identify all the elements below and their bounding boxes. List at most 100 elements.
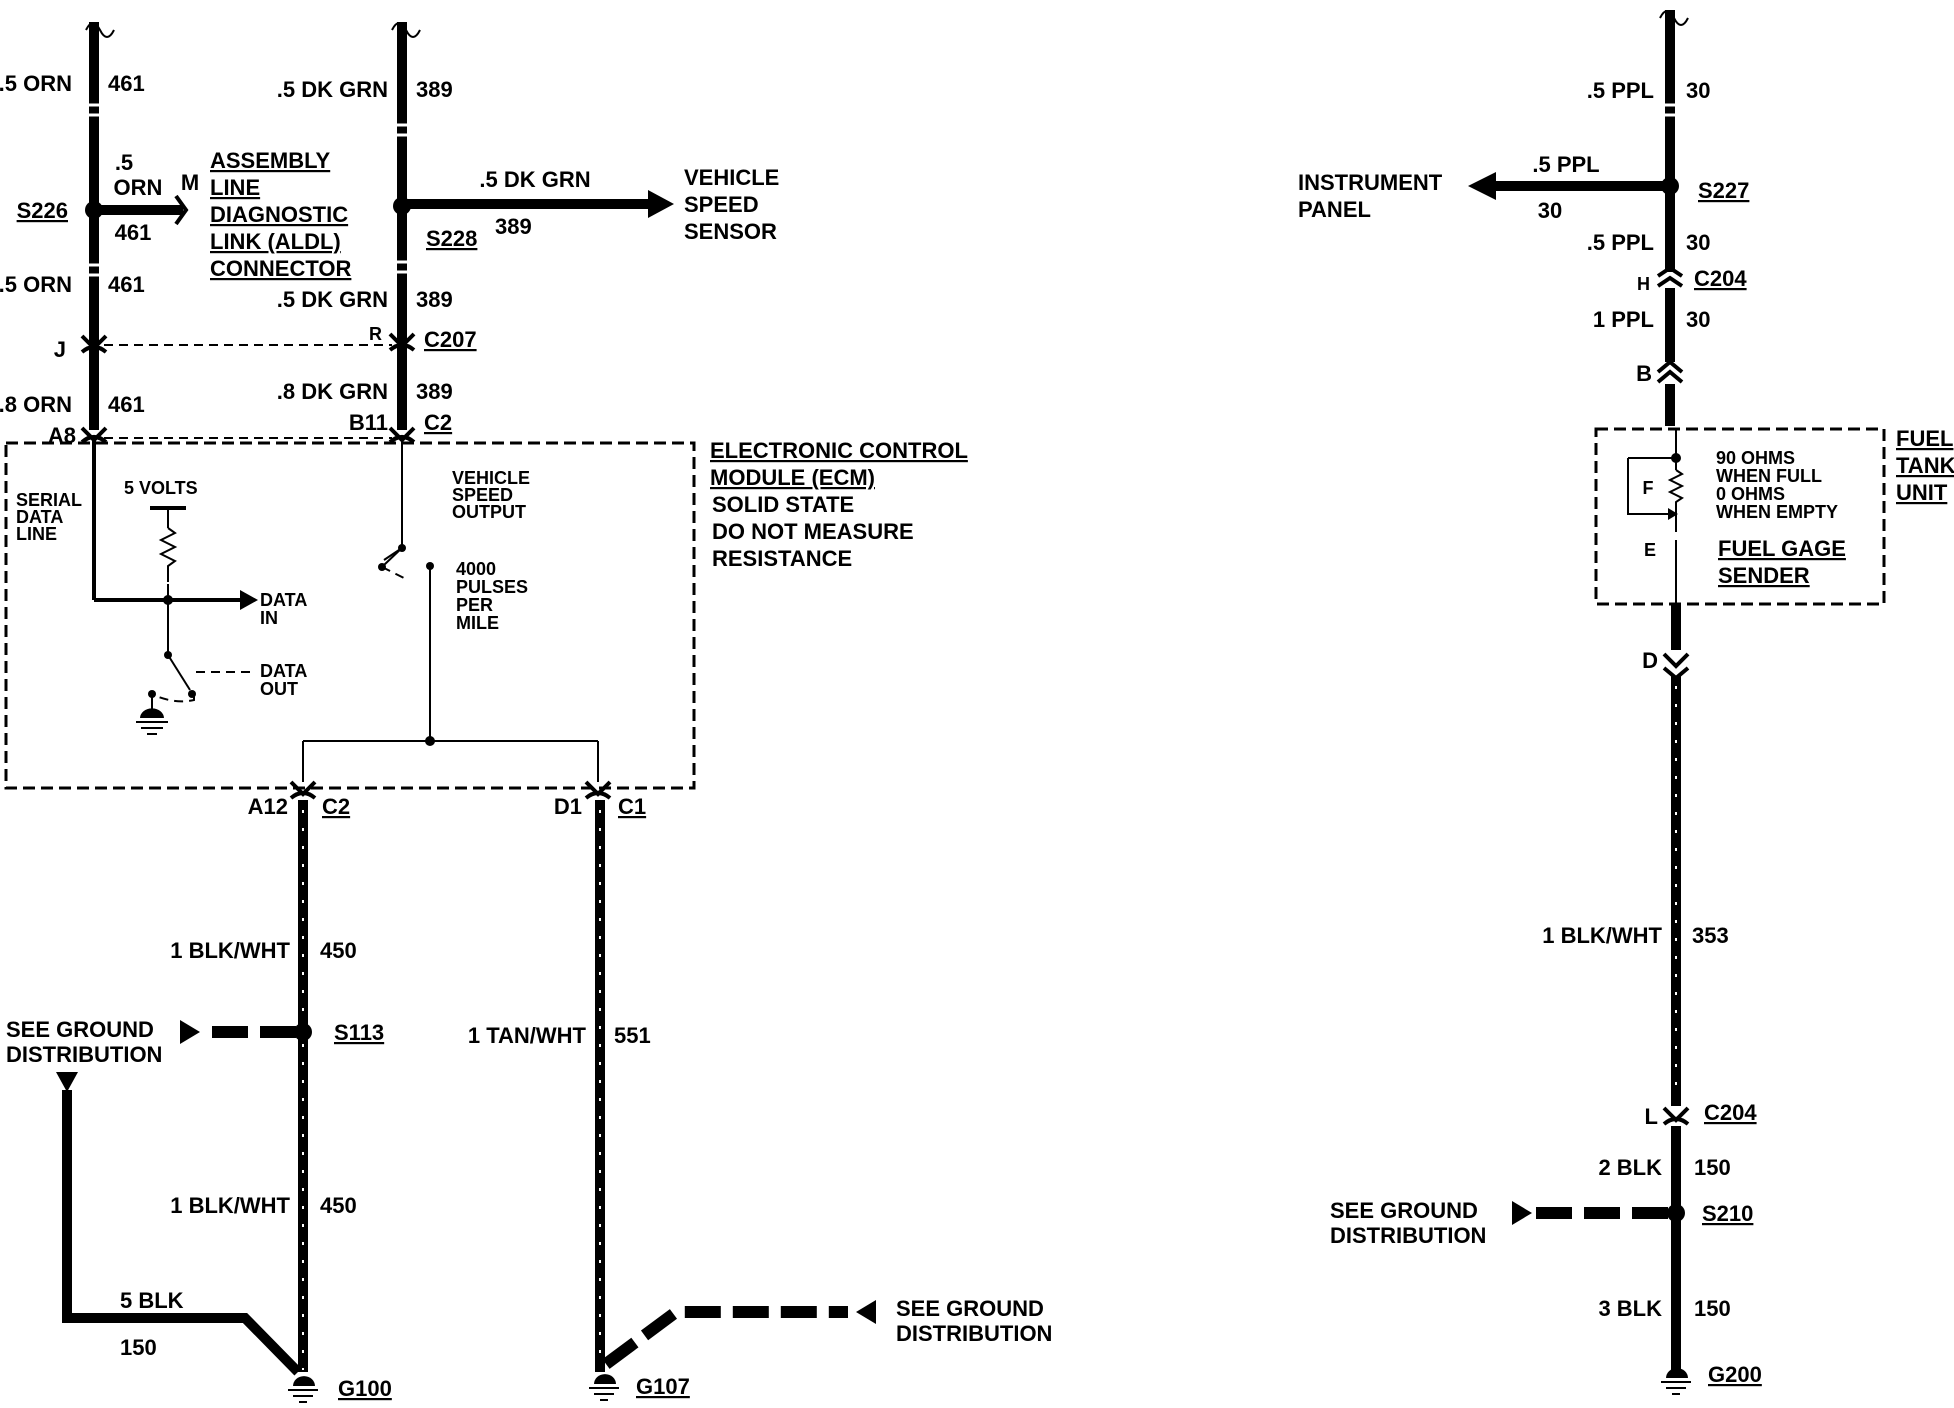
see-ground-label-line: DISTRIBUTION — [896, 1321, 1052, 1346]
aldl-label-line: LINK (ALDL) — [210, 229, 341, 254]
data-in-label-line: IN — [260, 608, 278, 628]
switch-symbol — [167, 654, 191, 691]
resistor-symbol — [158, 527, 178, 582]
wire-color-label: .5 PPL — [1532, 152, 1599, 177]
ecm-title-line: MODULE (ECM) — [710, 465, 875, 490]
ground-icon — [1661, 1368, 1691, 1395]
pulses-label-line: 4000 — [456, 559, 496, 579]
vso-label-line: OUTPUT — [452, 502, 526, 522]
resistor-symbol — [1667, 469, 1685, 532]
pulses-label-line: PER — [456, 595, 493, 615]
circuit-number-label: 30 — [1686, 307, 1710, 332]
circuit-number-label: 150 — [120, 1335, 157, 1360]
circuit-number-label: 30 — [1538, 198, 1562, 223]
wire-color-label: 1 BLK/WHT — [1542, 923, 1662, 948]
connector-label: C1 — [618, 794, 646, 819]
connector-symbol — [80, 426, 108, 444]
connector-symbol — [289, 780, 317, 800]
fuel-tank-unit-line: FUEL — [1896, 426, 1953, 451]
aldl-branch: .5 ORN 461 M ASSEMBLY LINE DIAGNOSTIC LI… — [94, 148, 351, 281]
wire-color-label: .8 ORN — [0, 392, 72, 417]
circuit-number-label: 389 — [416, 379, 453, 404]
wire-color-label: .5 DK GRN — [277, 77, 388, 102]
splice-label: S113 — [334, 1020, 384, 1045]
ohms-label-line: 90 OHMS — [1716, 448, 1795, 468]
connector-symbol — [1662, 1106, 1690, 1126]
ecm-note-line: RESISTANCE — [712, 546, 852, 571]
fuel-tank-unit-line: TANK — [1896, 453, 1954, 478]
ohms-label-line: WHEN FULL — [1716, 466, 1822, 486]
aldl-label-line: LINE — [210, 175, 260, 200]
wire-color-label: ORN — [114, 175, 163, 200]
connector-symbol — [584, 780, 612, 800]
pin-label: D1 — [554, 794, 582, 819]
wire-color-label: 1 BLK/WHT — [170, 938, 290, 963]
circuit-number-label: 551 — [614, 1023, 651, 1048]
connector-label: C207 — [424, 327, 477, 352]
circuit-number-label: 389 — [416, 77, 453, 102]
instrument-label-line: INSTRUMENT — [1298, 170, 1443, 195]
pin-label: F — [1643, 478, 1654, 498]
pin-label: E — [1644, 540, 1656, 560]
see-ground-label-line: SEE GROUND — [1330, 1198, 1478, 1223]
splice-label: S227 — [1698, 178, 1749, 203]
connector-label: C2 — [424, 410, 452, 435]
ground-icon — [288, 1376, 318, 1403]
circuit-number-label: 150 — [1694, 1296, 1731, 1321]
circuit-number-label: 30 — [1686, 78, 1710, 103]
pulses-label-line: MILE — [456, 613, 499, 633]
pin-label: J — [54, 337, 66, 362]
pin-label: B11 — [349, 410, 388, 435]
splice-label: S210 — [1702, 1201, 1753, 1226]
circuit-number-label: 461 — [108, 392, 145, 417]
connector-symbol — [388, 426, 416, 444]
wire-gauge-label: .5 — [115, 150, 133, 175]
circuit-number-label: 389 — [495, 214, 532, 239]
connector-symbol — [1662, 652, 1690, 681]
ground-circuit-551: D1 C1 1 TAN/WHT 551 SEE GROUND DISTRIBUT… — [468, 780, 1052, 1401]
pin-label: A12 — [248, 794, 288, 819]
connector-label: C2 — [322, 794, 350, 819]
pin-label: L — [1645, 1104, 1658, 1129]
see-ground-label-line: DISTRIBUTION — [1330, 1223, 1486, 1248]
ecm-note-line: SOLID STATE — [712, 492, 854, 517]
wire-color-label: 1 PPL — [1593, 307, 1654, 332]
supply-voltage-label: 5 VOLTS — [124, 478, 198, 498]
see-ground-label-line: DISTRIBUTION — [6, 1042, 162, 1067]
wire-color-label: .5 ORN — [0, 71, 72, 96]
pin-label: H — [1637, 274, 1650, 294]
wire-color-label: .5 PPL — [1587, 230, 1654, 255]
circuit-number-label: 461 — [108, 71, 145, 96]
data-out-label-line: OUT — [260, 679, 298, 699]
ecm-note-line: DO NOT MEASURE — [712, 519, 914, 544]
wire-color-label: .5 DK GRN — [479, 167, 590, 192]
see-ground-label-line: SEE GROUND — [6, 1017, 154, 1042]
wire-color-label: .5 PPL — [1587, 78, 1654, 103]
data-in-label-line: DATA — [260, 590, 307, 610]
circuit-number-label: 450 — [320, 1193, 357, 1218]
orn-wire-461: .5 ORN 461 S226 .5 ORN 461 J .8 ORN 461 … — [0, 22, 145, 448]
connector-symbol — [1656, 359, 1684, 384]
ecm-module: SERIAL DATA LINE 5 VOLTS DATA IN DATA OU… — [4, 438, 968, 790]
serial-data-label-line: SERIAL — [16, 490, 82, 510]
aldl-label-line: ASSEMBLY — [210, 148, 331, 173]
vss-label-line: SPEED — [684, 192, 759, 217]
pin-label: R — [369, 324, 382, 344]
connector-symbol — [80, 334, 108, 354]
fuel-gage-circuit: .5 PPL 30 S227 .5 PPL 30 INSTRUMENT PANE… — [1298, 10, 1954, 1395]
ground-icon — [136, 708, 168, 735]
switch-arm — [383, 545, 405, 566]
connector-symbol — [1656, 265, 1684, 288]
ohms-label-line: 0 OHMS — [1716, 484, 1785, 504]
sender-name-line: SENDER — [1718, 563, 1810, 588]
circuit-number-label: 353 — [1692, 923, 1729, 948]
see-ground-label-line: SEE GROUND — [896, 1296, 1044, 1321]
vss-branch: .5 DK GRN 389 VEHICLE SPEED SENSOR — [402, 165, 779, 244]
connector-symbol — [388, 332, 416, 352]
sender-name-line: FUEL GAGE — [1718, 536, 1846, 561]
vss-label-line: SENSOR — [684, 219, 777, 244]
ground-label: G100 — [338, 1376, 392, 1401]
fuel-tank-unit-line: UNIT — [1896, 480, 1948, 505]
circuit-number-label: 150 — [1694, 1155, 1731, 1180]
instrument-label-line: PANEL — [1298, 197, 1371, 222]
